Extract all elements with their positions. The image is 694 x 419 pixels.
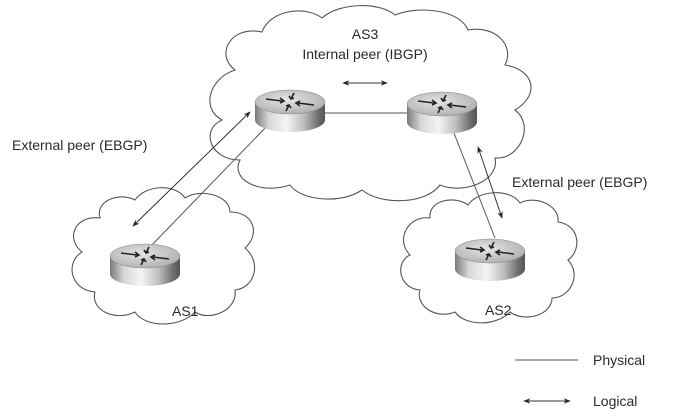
ebgp-right-label: External peer (EBGP) xyxy=(512,174,647,190)
router-as1-icon xyxy=(109,243,181,287)
router-as3-left-icon xyxy=(254,89,326,133)
as3-label: AS3 xyxy=(352,26,379,42)
ebgp-left-label: External peer (EBGP) xyxy=(12,137,147,153)
logical-link-ebgp-as1 xyxy=(132,111,251,227)
legend-physical-label: Physical xyxy=(593,352,645,368)
legend-logical-label: Logical xyxy=(593,393,637,409)
router-as3-right-icon xyxy=(406,91,478,135)
logical-link-ebgp-as2 xyxy=(477,146,503,219)
physical-link-r3b-r2 xyxy=(451,127,496,239)
legend: Physical Logical xyxy=(515,352,645,409)
as1-label: AS1 xyxy=(172,303,199,319)
router-as2-icon xyxy=(454,238,526,282)
as2-label: AS2 xyxy=(485,302,512,318)
ibgp-label: Internal peer (IBGP) xyxy=(302,46,427,62)
